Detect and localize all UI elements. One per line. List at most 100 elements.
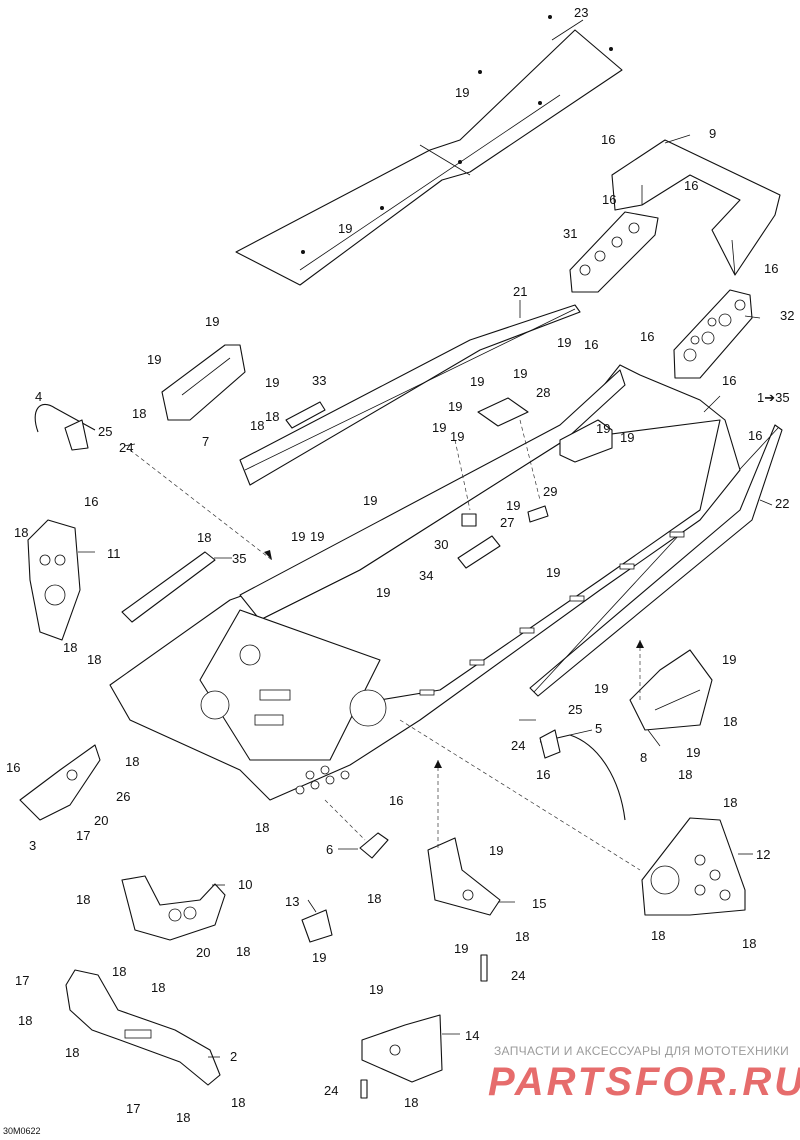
callout-16: 16 <box>6 760 20 775</box>
callout-32: 32 <box>780 308 794 323</box>
callout-15: 15 <box>532 896 546 911</box>
callout-19: 19 <box>455 85 469 100</box>
callout-19: 19 <box>546 565 560 580</box>
callout-5: 5 <box>595 721 602 736</box>
callout-11: 11 <box>107 546 121 561</box>
callout-18: 18 <box>76 892 90 907</box>
callout-18: 18 <box>63 640 77 655</box>
callout-18: 18 <box>18 1013 32 1028</box>
callout-19: 19 <box>594 681 608 696</box>
callout-18: 18 <box>742 936 756 951</box>
callout-19: 19 <box>147 352 161 367</box>
callout-19: 19 <box>205 314 219 329</box>
part-4-handle <box>34 403 96 451</box>
callout-17: 17 <box>76 828 90 843</box>
callout-31: 31 <box>563 226 577 241</box>
callout-34: 34 <box>419 568 433 583</box>
watermark-caption: ЗАПЧАСТИ И АКСЕССУАРЫ ДЛЯ МОТОТЕХНИКИ <box>494 1044 790 1058</box>
callout-18: 18 <box>255 820 269 835</box>
assembly-guide-lines <box>129 419 644 871</box>
part-33-plate <box>285 401 326 429</box>
callout-7: 7 <box>202 434 209 449</box>
callout-24: 24 <box>324 1083 338 1098</box>
callout-19: 19 <box>376 585 390 600</box>
callout-16: 16 <box>722 373 736 388</box>
callout-13: 13 <box>285 894 299 909</box>
callout-27: 27 <box>500 515 514 530</box>
callout-18: 18 <box>14 525 28 540</box>
callout-19: 19 <box>557 335 571 350</box>
part-3-bracket <box>19 744 101 821</box>
part-8-bracket <box>629 649 713 731</box>
callout-19: 19 <box>310 529 324 544</box>
callout-19: 19 <box>686 745 700 760</box>
callout-18: 18 <box>87 652 101 667</box>
callout-14: 14 <box>465 1028 479 1043</box>
part-28-plate <box>477 397 529 427</box>
callout-19: 19 <box>506 498 520 513</box>
callout-35: 35 <box>232 551 246 566</box>
callout-1-to-35: 1➔35 <box>757 390 790 405</box>
callout-21: 21 <box>513 284 527 299</box>
callout-19: 19 <box>448 399 462 414</box>
callout-22: 22 <box>775 496 789 511</box>
callout-4: 4 <box>35 389 42 404</box>
part-6-clip <box>359 832 389 859</box>
callout-19: 19 <box>470 374 484 389</box>
callout-19: 19 <box>620 430 634 445</box>
callout-26: 26 <box>116 789 130 804</box>
callout-25: 25 <box>98 424 112 439</box>
part-7-bracket <box>161 344 246 421</box>
part-13-clip <box>301 909 333 943</box>
part-35-bar <box>121 551 216 623</box>
drawing-code: 30M0622 <box>3 1126 41 1136</box>
callout-8: 8 <box>640 750 647 765</box>
callout-18: 18 <box>678 767 692 782</box>
callout-18: 18 <box>250 418 264 433</box>
callout-18: 18 <box>515 929 529 944</box>
callout-18: 18 <box>231 1095 245 1110</box>
callout-16: 16 <box>536 767 550 782</box>
callout-24: 24 <box>119 440 133 455</box>
callout-18: 18 <box>197 530 211 545</box>
callout-18: 18 <box>151 980 165 995</box>
part-14-bracket <box>361 1014 443 1083</box>
callout-16: 16 <box>684 178 698 193</box>
part-12-plate <box>641 817 746 916</box>
callout-18: 18 <box>723 795 737 810</box>
part-21-left-rail <box>239 304 581 486</box>
leader-lines <box>78 19 773 1058</box>
callout-17: 17 <box>126 1101 140 1116</box>
callout-23: 23 <box>574 5 588 20</box>
callout-10: 10 <box>238 877 252 892</box>
callout-18: 18 <box>265 409 279 424</box>
part-11-plate <box>27 519 81 641</box>
part-5-handle <box>539 729 626 821</box>
part-2-bar <box>65 969 221 1086</box>
callout-19: 19 <box>722 652 736 667</box>
part-bracket-center <box>559 419 613 463</box>
callout-19: 19 <box>450 429 464 444</box>
callout-18: 18 <box>112 964 126 979</box>
callout-18: 18 <box>651 928 665 943</box>
part-10-bracket <box>121 875 226 941</box>
callout-16: 16 <box>748 428 762 443</box>
callout-19: 19 <box>454 941 468 956</box>
callout-18: 18 <box>236 944 250 959</box>
bolt-24-set <box>123 443 536 1099</box>
callout-19: 19 <box>338 221 352 236</box>
part-31-plate <box>569 211 659 293</box>
callout-33: 33 <box>312 373 326 388</box>
callout-9: 9 <box>709 126 716 141</box>
callout-19: 19 <box>513 366 527 381</box>
callout-19: 19 <box>596 421 610 436</box>
callout-18: 18 <box>132 406 146 421</box>
callout-18: 18 <box>723 714 737 729</box>
callout-20: 20 <box>94 813 108 828</box>
callout-30: 30 <box>434 537 448 552</box>
callout-16: 16 <box>640 329 654 344</box>
callout-18: 18 <box>404 1095 418 1110</box>
callout-16: 16 <box>601 132 615 147</box>
callout-20: 20 <box>196 945 210 960</box>
callout-16: 16 <box>764 261 778 276</box>
